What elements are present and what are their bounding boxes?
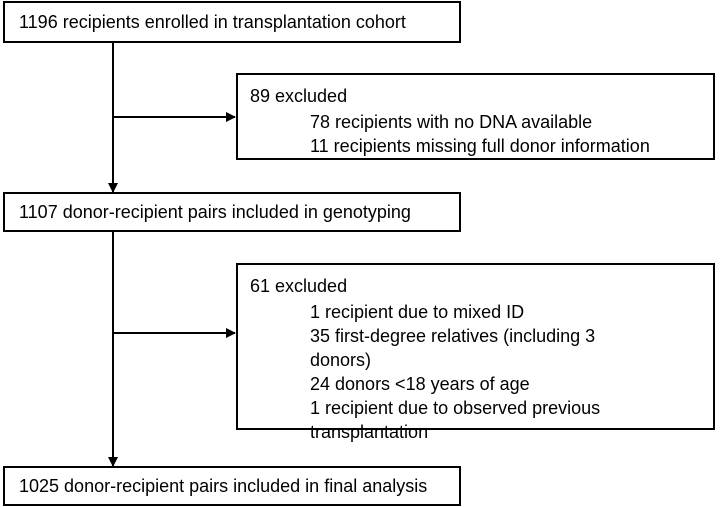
final-analysis-text: 1025 donor-recipient pairs included in f… — [19, 476, 428, 496]
enrolled-box: 1196 recipients enrolled in transplantat… — [3, 1, 461, 43]
exclusion-2-list: 1 recipient due to mixed ID 35 first-deg… — [250, 300, 705, 444]
final-analysis-box: 1025 donor-recipient pairs included in f… — [3, 466, 461, 506]
exclusion-2-item: 1 recipient due to mixed ID — [310, 302, 525, 322]
exclusion-1-item: 78 recipients with no DNA available — [310, 112, 593, 132]
exclusion-box-2: 61 excluded 1 recipient due to mixed ID … — [236, 263, 715, 442]
exclusion-1-list: 78 recipients with no DNA available 11 r… — [250, 110, 705, 158]
exclusion-2-item: 35 first-degree relatives (including 3 d… — [310, 326, 596, 370]
enrolled-text: 1196 recipients enrolled in transplantat… — [19, 12, 406, 32]
exclusion-1-title: 89 excluded — [250, 86, 348, 106]
exclusion-2-item: 24 donors <18 years of age — [310, 374, 530, 394]
exclusion-2-title: 61 excluded — [250, 276, 348, 296]
exclusion-box-1: 89 excluded 78 recipients with no DNA av… — [236, 73, 715, 160]
genotyping-box: 1107 donor-recipient pairs included in g… — [3, 192, 461, 232]
exclusion-2-item: 1 recipient due to observed previous tra… — [310, 398, 601, 442]
exclusion-1-item: 11 recipients missing full donor informa… — [310, 136, 650, 156]
genotyping-text: 1107 donor-recipient pairs included in g… — [19, 202, 411, 222]
